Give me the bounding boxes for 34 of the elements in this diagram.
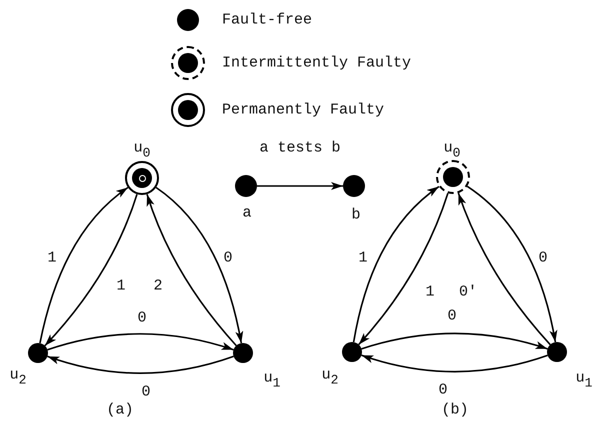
legend-text: Fault-free [222,12,312,28]
arrow [458,192,551,346]
arrow [257,182,343,190]
arrow [358,192,449,346]
arrow [146,194,237,346]
panel-label: (b) [442,402,468,418]
arrow [39,186,128,344]
vertex-label: b [352,208,360,222]
vertex [235,175,257,197]
arrow [352,186,440,342]
vertex-label: u$_{1}$ [264,370,280,390]
vertex [28,343,48,363]
vertex [547,342,567,362]
vertex [343,175,365,197]
arrow [44,194,138,346]
vertex-label: u$_{2}$ [322,368,338,386]
arrow [361,354,548,372]
vertex [342,342,362,362]
legend-text: Intermittently Faulty [222,56,412,70]
vertex-label: u$_{1}$ [576,370,592,390]
vertex [233,343,253,363]
arrow [47,356,234,374]
vertex-label: u$_{2}$ [10,368,26,386]
vertex [436,160,470,194]
vertex [125,161,159,195]
legend-text: Permanently Faulty [222,102,384,118]
panel-label: (a) [106,402,134,418]
vertex-label: u$_{0}$ [444,140,460,160]
arrow [47,333,234,351]
arrow [156,186,243,344]
arrow [361,332,548,350]
vertex-label: u$_{0}$ [134,140,150,160]
arrow [466,186,558,342]
vertex-label: a [242,206,252,220]
